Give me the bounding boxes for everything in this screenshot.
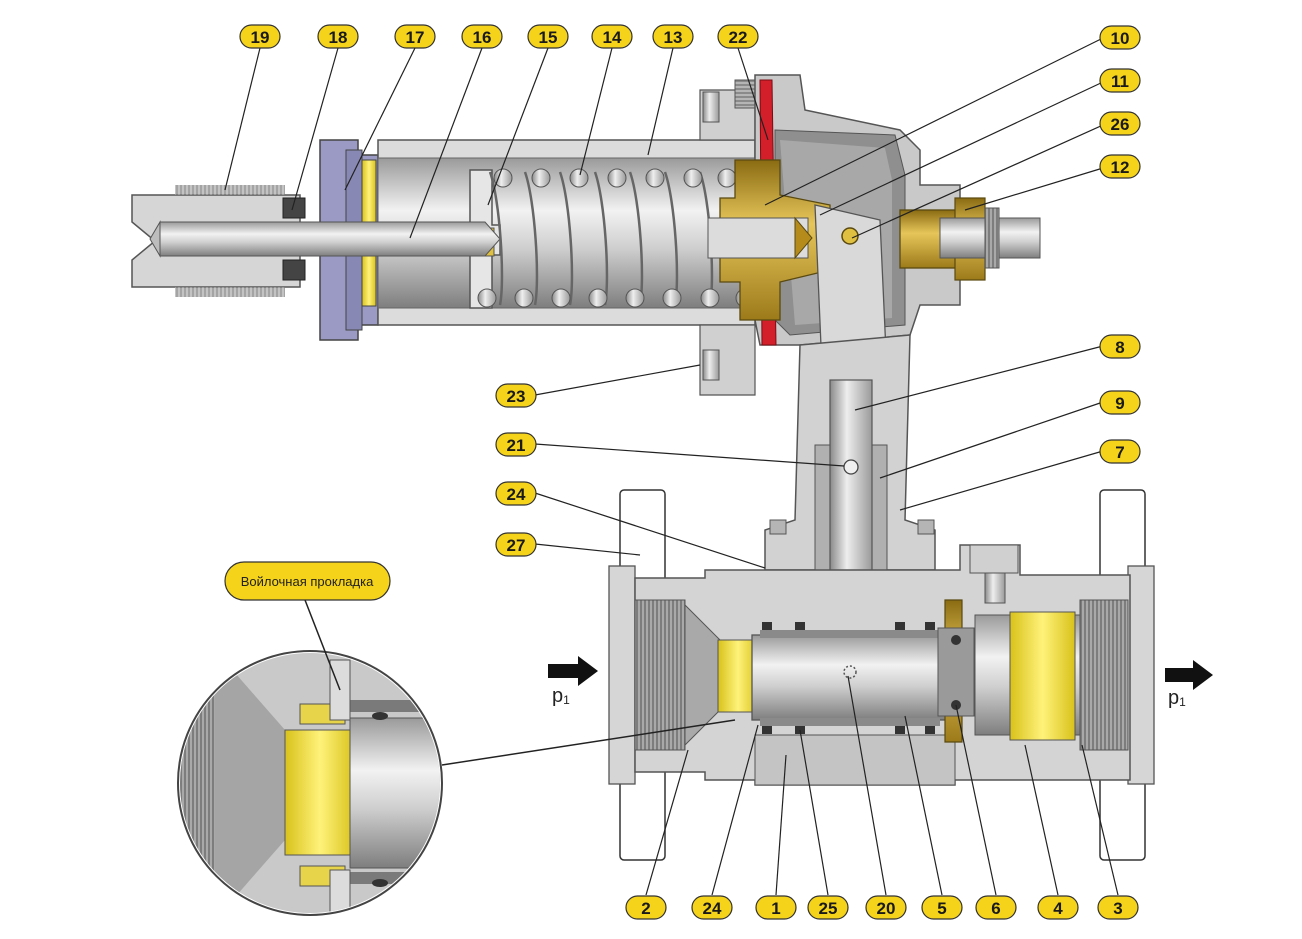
valve-body [608,489,1155,861]
callout-20: 20 [865,895,907,920]
callout-24-lower: 24 [691,895,733,920]
callout-6: 6 [975,895,1017,920]
callout-badges: 19 18 17 16 15 14 13 22 10 11 26 12 8 9 … [239,24,1141,920]
callout-14-label: 14 [603,28,622,47]
callout-5: 5 [921,895,963,920]
callout-22: 22 [717,24,759,49]
inlet-pressure-label: p1 [552,685,570,707]
callout-23: 23 [495,383,537,408]
callout-3-label: 3 [1113,899,1122,918]
callout-2-label: 2 [641,899,650,918]
callout-26: 26 [1099,111,1141,136]
callout-17-label: 17 [406,28,425,47]
callout-24-upper: 24 [495,481,537,506]
callout-15-label: 15 [539,28,558,47]
callout-21: 21 [495,432,537,457]
spring-housing [131,79,758,396]
callout-21-label: 21 [507,436,526,455]
callout-25-label: 25 [819,899,838,918]
callout-11: 11 [1099,68,1141,93]
callout-19: 19 [239,24,281,49]
outlet-pressure-label: p1 [1168,687,1186,709]
callout-11-label: 11 [1111,72,1129,91]
callout-23-label: 23 [507,387,526,406]
callout-1-label: 1 [771,899,780,918]
callout-18-label: 18 [329,28,348,47]
felt-label: Войлочная прокладка [224,561,391,601]
callout-27: 27 [495,532,537,557]
callout-7: 7 [1099,439,1141,464]
callout-15: 15 [527,24,569,49]
callout-3: 3 [1097,895,1139,920]
inlet-flow-arrow: p1 [548,656,598,707]
callout-4: 4 [1037,895,1079,920]
callout-8: 8 [1099,334,1141,359]
felt-label-text: Войлочная прокладка [241,574,374,589]
callout-16-label: 16 [473,28,492,47]
callout-9: 9 [1099,390,1141,415]
callout-5-label: 5 [937,899,946,918]
callout-24-lower-label: 24 [703,899,722,918]
spring-wire-sections [477,168,755,308]
callout-9-label: 9 [1115,394,1124,413]
callout-13: 13 [652,24,694,49]
callout-27-label: 27 [507,536,526,555]
callout-4-label: 4 [1053,899,1063,918]
callout-12-label: 12 [1111,158,1130,177]
callout-2: 2 [625,895,667,920]
outlet-flow-arrow: p1 [1165,660,1213,709]
callout-17: 17 [394,24,436,49]
callout-26-label: 26 [1111,115,1130,134]
callout-10: 10 [1099,25,1141,50]
callout-20-label: 20 [877,899,896,918]
callout-22-label: 22 [729,28,748,47]
callout-6-label: 6 [991,899,1000,918]
callout-19-label: 19 [251,28,270,47]
callout-8-label: 8 [1115,338,1124,357]
callout-25: 25 [807,895,849,920]
callout-13-label: 13 [664,28,683,47]
callout-10-label: 10 [1111,29,1130,48]
callout-16: 16 [461,24,503,49]
callout-24-upper-label: 24 [507,485,526,504]
callout-12: 12 [1099,154,1141,179]
callout-18: 18 [317,24,359,49]
callout-7-label: 7 [1115,443,1124,462]
callout-14: 14 [591,24,633,49]
leader-lines [224,37,1119,896]
callout-1: 1 [755,895,797,920]
